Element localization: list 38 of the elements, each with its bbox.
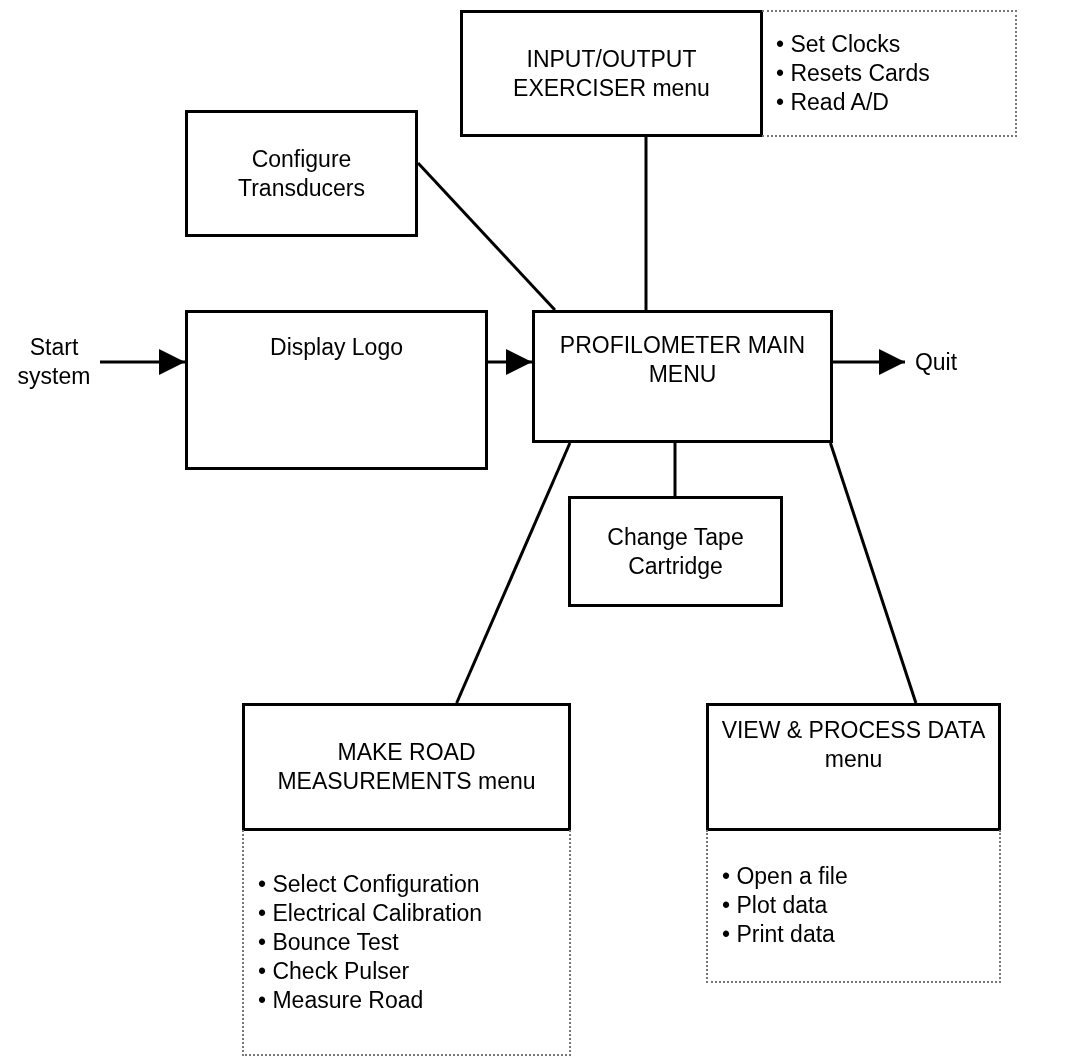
connector-line [644,137,648,310]
option-list-box [762,10,1017,137]
main-menu-box [532,310,833,443]
connector-line [455,442,572,704]
list-item: • Select Configuration [258,869,481,899]
connector-line [673,443,677,496]
arrow [100,349,185,375]
process-box [568,496,783,607]
list-item: • Read A/D [776,88,890,117]
list-item: • Electrical Calibration [258,898,484,928]
box-label: PROFILOMETER MAIN MENU [558,331,807,389]
menu-box [706,703,1001,831]
box-label: INPUT/OUTPUT EXERCISER menu [512,44,711,103]
list-item: • Check Pulser [258,956,411,986]
process-box [185,310,488,470]
list-item: • Resets Cards [776,59,931,88]
list-item: • Open a file [722,862,849,891]
option-list-box [706,830,1001,983]
box-label: Display Logo [269,333,404,362]
menu-box [242,703,571,831]
list-item: • Measure Road [258,985,425,1015]
list-item: • Bounce Test [258,927,400,957]
start-label: Start system [16,333,92,391]
quit-label: Quit [913,347,959,377]
list-item: • Set Clocks [776,30,902,59]
connector-line [416,162,557,312]
box-label: MAKE ROAD MEASUREMENTS menu [276,738,537,796]
arrow [833,349,905,375]
box-label: Configure Transducers [237,144,366,203]
list-item: • Plot data [722,891,829,920]
menu-box [460,10,763,137]
connector-line [829,442,918,704]
process-box [185,110,418,237]
box-label: VIEW & PROCESS DATA menu [720,716,987,774]
option-list-box [242,830,571,1056]
box-label: Change Tape Cartridge [606,522,745,581]
arrow [488,349,532,375]
list-item: • Print data [722,920,836,949]
